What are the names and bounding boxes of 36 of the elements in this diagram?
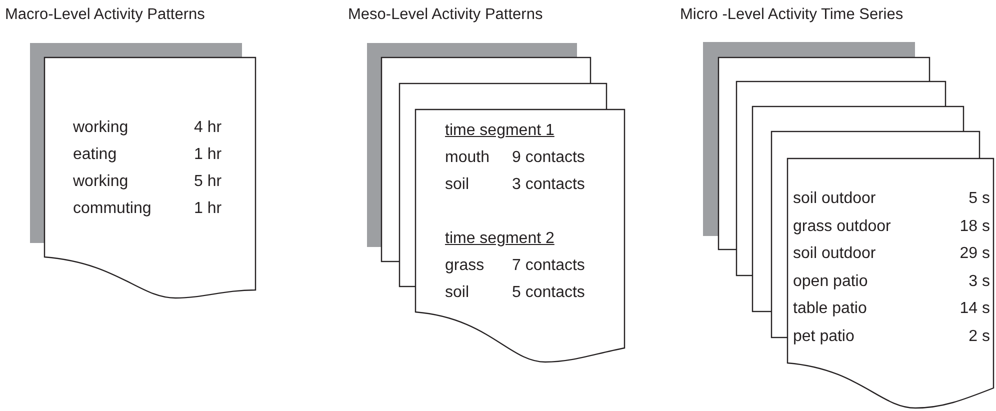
duration: 14 s bbox=[960, 299, 990, 319]
duration: 18 s bbox=[960, 216, 990, 236]
duration: 2 s bbox=[968, 326, 990, 346]
activity-name: soil outdoor bbox=[793, 244, 877, 264]
activity-name: mouth bbox=[445, 148, 490, 168]
activity-name: grass bbox=[445, 256, 486, 276]
duration: 7 contacts bbox=[512, 256, 585, 276]
duration: 5 contacts bbox=[512, 283, 585, 303]
duration: 3 contacts bbox=[512, 175, 585, 195]
document-page bbox=[787, 158, 994, 410]
activity-name: soil outdoor bbox=[793, 189, 877, 209]
document-page bbox=[44, 57, 256, 300]
duration: 5 s bbox=[968, 189, 990, 209]
activity-name: soil bbox=[445, 283, 470, 303]
activity-name: pet patio bbox=[793, 326, 856, 346]
duration: 1 hr bbox=[194, 145, 222, 165]
duration: 5 hr bbox=[194, 172, 222, 192]
duration: 1 hr bbox=[194, 199, 222, 219]
activity-name: grass outdoor bbox=[793, 216, 892, 236]
duration: 29 s bbox=[960, 244, 990, 264]
activity-name: table patio bbox=[793, 299, 868, 319]
activity-name: working bbox=[73, 118, 130, 138]
segment-heading: time segment 2 bbox=[445, 229, 556, 249]
panel-title: Micro -Level Activity Time Series bbox=[680, 6, 904, 24]
segment-heading: time segment 1 bbox=[445, 121, 556, 141]
panel-title: Meso-Level Activity Patterns bbox=[348, 6, 543, 24]
activity-name: soil bbox=[445, 175, 470, 195]
panel-title: Macro-Level Activity Patterns bbox=[5, 6, 205, 24]
activity-name: open patio bbox=[793, 272, 869, 292]
activity-name: working bbox=[73, 172, 130, 192]
duration: 3 s bbox=[968, 272, 990, 292]
duration: 4 hr bbox=[194, 118, 222, 138]
duration: 9 contacts bbox=[512, 148, 585, 168]
document-page bbox=[415, 109, 625, 364]
activity-name: eating bbox=[73, 145, 118, 165]
activity-name: commuting bbox=[73, 199, 152, 219]
